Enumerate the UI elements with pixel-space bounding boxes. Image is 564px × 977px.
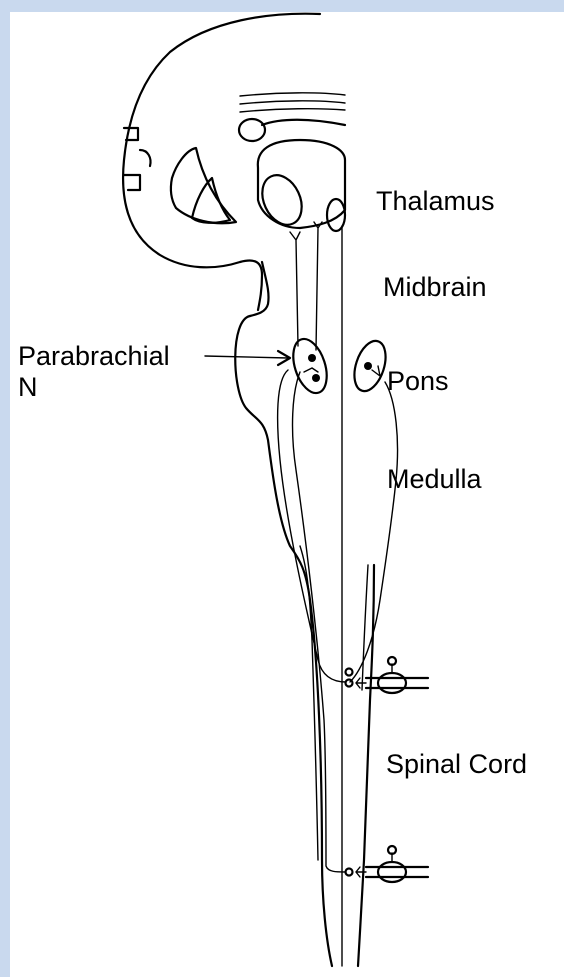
lateral-ventricle <box>171 148 236 223</box>
neuron-dot-1 <box>308 354 316 362</box>
label-pons: Pons <box>387 366 449 396</box>
label-midbrain: Midbrain <box>383 272 487 302</box>
cord-right-contour <box>358 565 374 966</box>
label-thalamus: Thalamus <box>376 186 495 216</box>
cerebral-hemisphere-outline <box>123 14 320 310</box>
neuron-dot-2 <box>312 374 320 382</box>
label-spinal-cord: Spinal Cord <box>386 749 527 779</box>
thalamus-nucleus-left <box>255 169 310 231</box>
label-parabrachial-line1: Parabrachial <box>18 341 170 371</box>
dorsal-root-upper <box>366 678 428 688</box>
neuron-synapse-left <box>304 368 318 372</box>
parabrachial-nucleus-left <box>287 335 333 398</box>
spinal-neuron-upper-b <box>346 680 353 687</box>
drg-upper <box>378 673 406 693</box>
basal-ganglia-shape <box>192 178 230 223</box>
spinal-synapse-upper <box>356 678 366 688</box>
corpus-callosum-lines <box>240 93 345 112</box>
neuron-synapse-right <box>372 366 380 376</box>
dorsal-root-lower <box>366 867 428 877</box>
fornix-circle <box>239 119 265 141</box>
tract-inner-right <box>362 565 368 690</box>
cortex-fold-3 <box>140 150 151 166</box>
label-medulla: Medulla <box>387 464 482 494</box>
brainstem-top <box>262 120 345 125</box>
tract-left-curve <box>278 370 346 682</box>
parabrachial-arrow-line <box>205 356 288 358</box>
spinal-neuron-lower <box>346 869 353 876</box>
spinal-neuron-upper-a <box>346 669 353 676</box>
tract-left-curve-inner <box>293 372 346 872</box>
neuron-dot-3 <box>364 362 372 370</box>
projection-to-thalamus-mid <box>314 222 322 350</box>
projection-to-thalamus-left <box>290 232 300 346</box>
label-parabrachial-line2: N <box>18 372 38 402</box>
drg-lower <box>378 862 406 882</box>
cortex-fold-2 <box>124 175 140 190</box>
